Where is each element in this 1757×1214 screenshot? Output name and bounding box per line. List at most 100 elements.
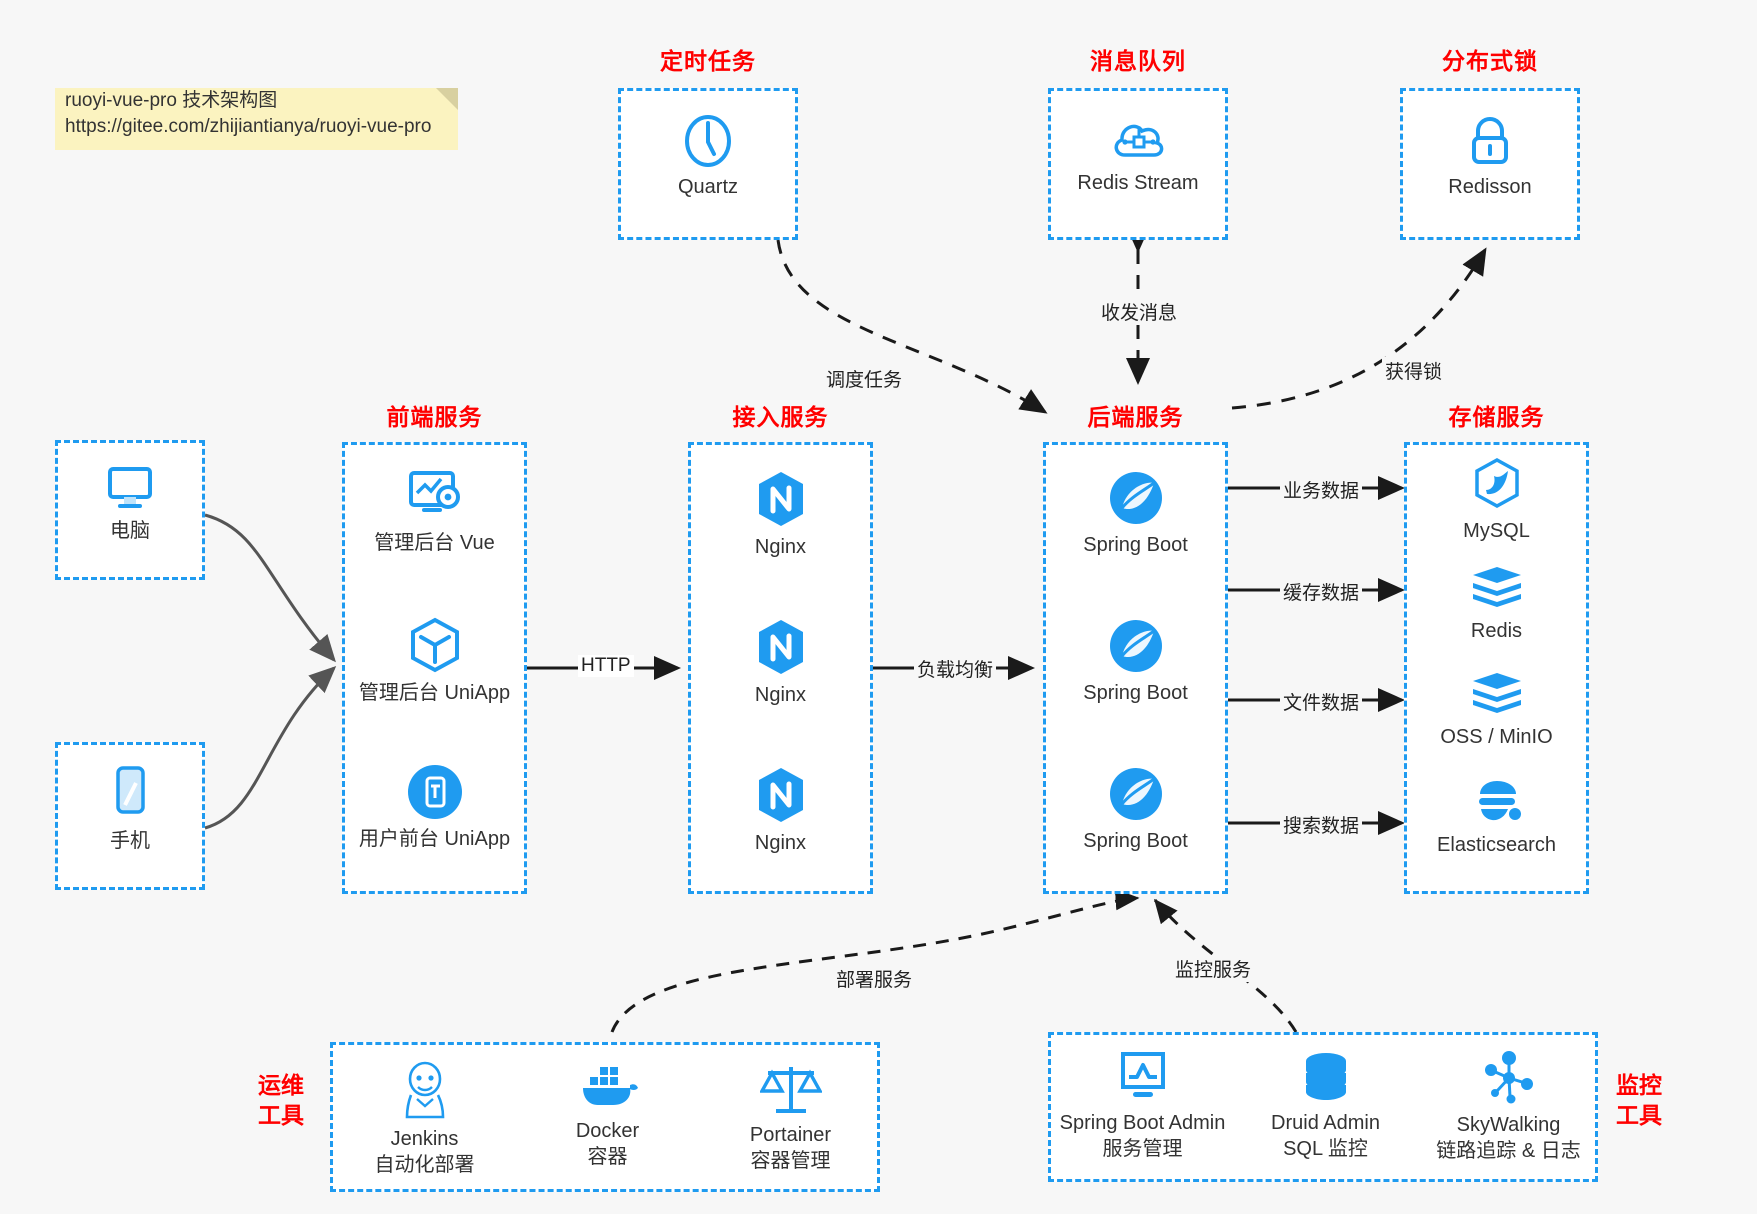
clock-icon — [621, 113, 795, 169]
group-box-storage[interactable]: MySQL Redis OSS / MinIO — [1404, 442, 1589, 894]
skywalking-icon — [1417, 1049, 1600, 1107]
node-sublabel: 容器 — [587, 1146, 628, 1168]
node-label: Redis Stream — [1077, 172, 1199, 194]
node-label: Jenkins — [390, 1128, 459, 1150]
node-druid-admin[interactable]: Druid Admin SQL 监控 — [1234, 1049, 1417, 1162]
node-label: 用户前台 UniApp — [358, 828, 511, 850]
node-quartz[interactable]: Quartz — [621, 113, 795, 200]
node-redis-stream[interactable]: Redis Stream — [1051, 113, 1225, 196]
node-label: Docker — [575, 1120, 640, 1142]
elasticsearch-icon — [1407, 775, 1586, 827]
node-admin-vue[interactable]: 管理后台 Vue — [345, 467, 524, 556]
node-label: 管理后台 UniApp — [358, 682, 511, 704]
desktop-icon — [58, 461, 202, 513]
group-box-message-queue[interactable]: Redis Stream — [1048, 88, 1228, 240]
node-label: Quartz — [677, 176, 739, 198]
edge-label-business-data: 业务数据 — [1280, 476, 1363, 503]
node-sublabel: 服务管理 — [1102, 1138, 1183, 1160]
node-label: Portainer — [749, 1124, 832, 1146]
edge-label-deploy-service: 部署服务 — [833, 965, 916, 992]
group-box-devops[interactable]: Jenkins 自动化部署 Docker 容器 — [330, 1042, 880, 1192]
cloud-network-icon — [1051, 113, 1225, 165]
node-desktop[interactable]: 电脑 — [58, 461, 202, 544]
node-label: Spring Boot — [1083, 534, 1188, 556]
group-title-devops-line2: 工具 — [258, 1102, 304, 1128]
node-mobile[interactable]: 手机 — [58, 763, 202, 854]
edge-label-http: HTTP — [578, 655, 634, 677]
node-spring-boot-3[interactable]: Spring Boot — [1046, 765, 1225, 854]
node-jenkins[interactable]: Jenkins 自动化部署 — [333, 1059, 516, 1178]
node-docker[interactable]: Docker 容器 — [516, 1059, 699, 1170]
node-label: Redisson — [1448, 176, 1532, 198]
lock-icon — [1403, 113, 1577, 169]
node-redis[interactable]: Redis — [1407, 563, 1586, 644]
node-label: Nginx — [754, 536, 807, 558]
node-redisson[interactable]: Redisson — [1403, 113, 1577, 200]
group-title-monitoring: 监控 工具 — [1610, 1070, 1668, 1130]
cube-icon — [345, 615, 524, 675]
dashboard-gear-icon — [345, 467, 524, 525]
node-label: Redis — [1470, 620, 1523, 642]
note-line-1: ruoyi-vue-pro 技术架构图 — [65, 90, 278, 111]
node-spring-boot-admin[interactable]: Spring Boot Admin 服务管理 — [1051, 1049, 1234, 1162]
docker-icon — [516, 1059, 699, 1113]
group-box-backend[interactable]: Spring Boot Spring Boot Spring Boot — [1043, 442, 1228, 894]
edge-label-monitor-service: 监控服务 — [1172, 955, 1255, 982]
node-label: MySQL — [1463, 520, 1530, 542]
node-label: Spring Boot — [1083, 830, 1188, 852]
node-elasticsearch[interactable]: Elasticsearch — [1407, 775, 1586, 858]
group-title-storage: 存储服务 — [1448, 404, 1545, 430]
node-label: Spring Boot Admin — [1059, 1112, 1226, 1134]
edge-label-load-balance: 负载均衡 — [914, 655, 997, 682]
spring-boot-icon — [1046, 469, 1225, 527]
group-title-monitoring-line2: 工具 — [1616, 1102, 1662, 1128]
node-portainer[interactable]: Portainer 容器管理 — [699, 1059, 882, 1174]
node-spring-boot-1[interactable]: Spring Boot — [1046, 469, 1225, 558]
spring-boot-icon — [1046, 765, 1225, 823]
node-sublabel: 自动化部署 — [374, 1154, 475, 1176]
group-box-client-mobile[interactable]: 手机 — [55, 742, 205, 890]
nginx-icon — [691, 765, 870, 825]
edge-label-send-receive-message: 收发消息 — [1098, 298, 1181, 325]
group-box-distributed-lock[interactable]: Redisson — [1400, 88, 1580, 240]
node-skywalking[interactable]: SkyWalking 链路追踪 & 日志 — [1417, 1049, 1600, 1164]
diagram-note: ruoyi-vue-pro 技术架构图 https://gitee.com/zh… — [55, 88, 458, 150]
node-nginx-2[interactable]: Nginx — [691, 617, 870, 708]
group-title-frontend: 前端服务 — [386, 404, 483, 430]
group-box-frontend[interactable]: 管理后台 Vue 管理后台 UniApp 用户前台 UniApp — [342, 442, 527, 894]
group-box-gateway[interactable]: Nginx Nginx Nginx — [688, 442, 873, 894]
node-sublabel: 链路追踪 & 日志 — [1436, 1140, 1581, 1162]
jenkins-icon — [333, 1059, 516, 1121]
database-icon — [1234, 1049, 1417, 1105]
node-sublabel: 容器管理 — [750, 1150, 831, 1172]
node-nginx-1[interactable]: Nginx — [691, 469, 870, 560]
node-label: 电脑 — [110, 520, 150, 542]
node-admin-uniapp[interactable]: 管理后台 UniApp — [345, 615, 524, 706]
node-label: Druid Admin — [1271, 1112, 1380, 1134]
node-label: Nginx — [754, 832, 807, 854]
group-title-gateway: 接入服务 — [732, 404, 829, 430]
group-title-message-queue: 消息队列 — [1090, 48, 1186, 74]
group-title-scheduled-task: 定时任务 — [660, 48, 756, 74]
edge-label-search-data: 搜索数据 — [1280, 811, 1363, 838]
group-box-monitoring[interactable]: Spring Boot Admin 服务管理 Druid Admin SQL 监… — [1048, 1032, 1598, 1182]
note-line-2: https://gitee.com/zhijiantianya/ruoyi-vu… — [65, 116, 432, 137]
spring-boot-icon — [1046, 617, 1225, 675]
node-label: 管理后台 Vue — [374, 532, 495, 554]
group-box-client-desktop[interactable]: 电脑 — [55, 440, 205, 580]
nginx-icon — [691, 469, 870, 529]
edge-label-acquire-lock: 获得锁 — [1382, 357, 1446, 384]
edge-label-file-data: 文件数据 — [1280, 688, 1363, 715]
node-nginx-3[interactable]: Nginx — [691, 765, 870, 856]
node-oss-minio[interactable]: OSS / MinIO — [1407, 669, 1586, 750]
redis-icon — [1407, 669, 1586, 719]
group-title-monitoring-line1: 监控 — [1616, 1072, 1662, 1098]
group-box-scheduled-task[interactable]: Quartz — [618, 88, 798, 240]
node-user-uniapp[interactable]: 用户前台 UniApp — [345, 763, 524, 852]
portainer-icon — [699, 1059, 882, 1117]
phone-app-icon — [345, 763, 524, 821]
monitor-chart-icon — [1051, 1049, 1234, 1105]
node-mysql[interactable]: MySQL — [1407, 457, 1586, 544]
node-spring-boot-2[interactable]: Spring Boot — [1046, 617, 1225, 706]
